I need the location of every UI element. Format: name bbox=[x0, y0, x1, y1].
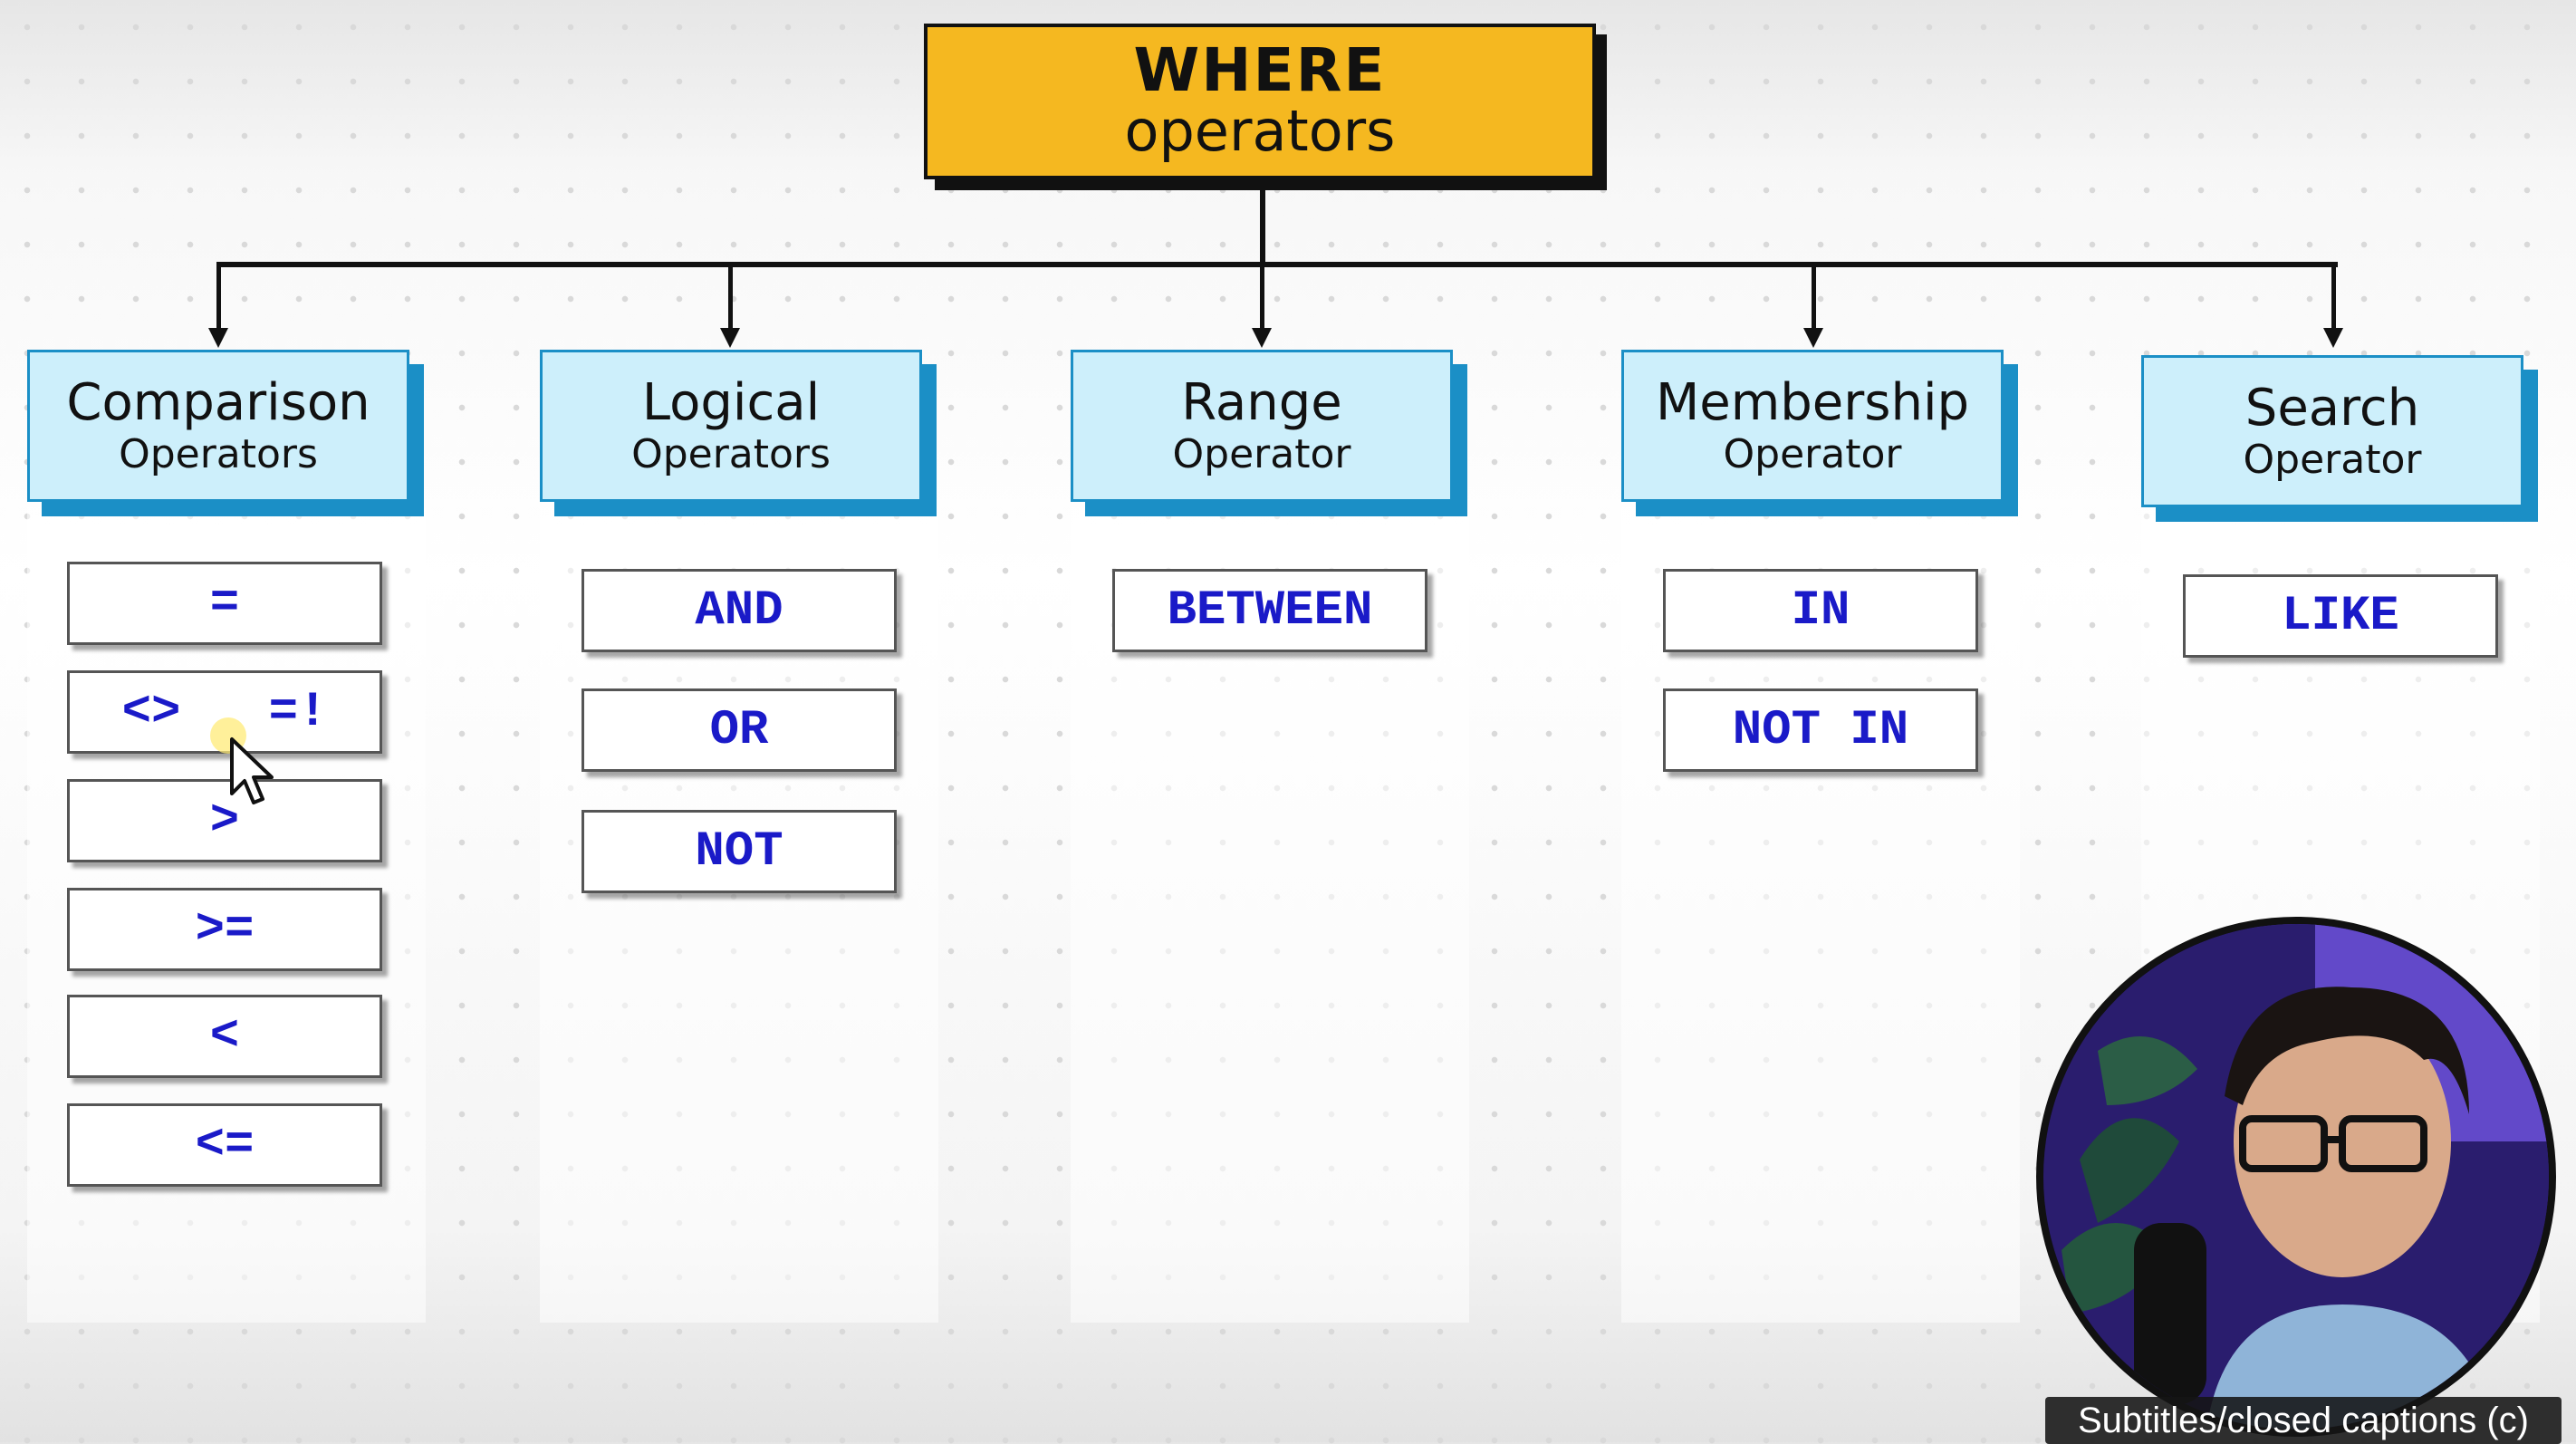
category-title: Search bbox=[2244, 378, 2420, 438]
arrowhead-logical bbox=[720, 328, 740, 348]
connector-drop-logical bbox=[728, 262, 733, 329]
operator-between: BETWEEN bbox=[1112, 569, 1427, 652]
operator-and: AND bbox=[582, 569, 897, 652]
webcam-overlay bbox=[2036, 917, 2556, 1437]
category-title: Range bbox=[1181, 372, 1342, 432]
root-subtitle: operators bbox=[1124, 97, 1396, 164]
arrowhead-membership bbox=[1803, 328, 1823, 348]
category-title: Comparison bbox=[66, 372, 370, 432]
category-subtitle: Operator bbox=[1172, 430, 1351, 477]
operator-greater-equal: >= bbox=[67, 888, 382, 971]
presenter-video-icon bbox=[2043, 924, 2549, 1430]
root-title: WHERE bbox=[1133, 34, 1387, 105]
category-title: Logical bbox=[641, 372, 821, 432]
operator-like: LIKE bbox=[2183, 574, 2498, 658]
category-subtitle: Operators bbox=[631, 430, 831, 477]
mouse-pointer-icon bbox=[230, 737, 274, 804]
operator-or: OR bbox=[582, 688, 897, 772]
connector-drop-membership bbox=[1812, 262, 1816, 329]
operator-less-equal: <= bbox=[67, 1103, 382, 1187]
arrowhead-comparison bbox=[208, 328, 228, 348]
subtitles-captions-button[interactable]: Subtitles/closed captions (c) bbox=[2045, 1397, 2562, 1444]
category-comparison: Comparison Operators bbox=[27, 350, 409, 502]
arrowhead-search bbox=[2323, 328, 2343, 348]
connector-drop-search bbox=[2331, 262, 2336, 329]
category-title: Membership bbox=[1655, 372, 1970, 432]
category-range: Range Operator bbox=[1071, 350, 1453, 502]
category-logical: Logical Operators bbox=[540, 350, 922, 502]
connector-horizontal bbox=[216, 262, 2338, 267]
arrowhead-range bbox=[1252, 328, 1272, 348]
operator-not: NOT bbox=[582, 810, 897, 893]
category-search: Search Operator bbox=[2141, 355, 2523, 507]
operator-in: IN bbox=[1663, 569, 1978, 652]
category-subtitle: Operator bbox=[1723, 430, 1902, 477]
operator-not-in: NOT IN bbox=[1663, 688, 1978, 772]
operator-equal: = bbox=[67, 562, 382, 645]
operator-less-than: < bbox=[67, 995, 382, 1078]
category-subtitle: Operator bbox=[2243, 436, 2422, 483]
connector-drop-range bbox=[1260, 262, 1264, 329]
category-subtitle: Operators bbox=[119, 430, 318, 477]
root-node-where-operators: WHERE operators bbox=[924, 24, 1596, 179]
connector-trunk bbox=[1260, 185, 1265, 265]
connector-drop-comparison bbox=[216, 262, 221, 329]
category-membership: Membership Operator bbox=[1621, 350, 2004, 502]
operator-greater-than: > bbox=[67, 779, 382, 862]
